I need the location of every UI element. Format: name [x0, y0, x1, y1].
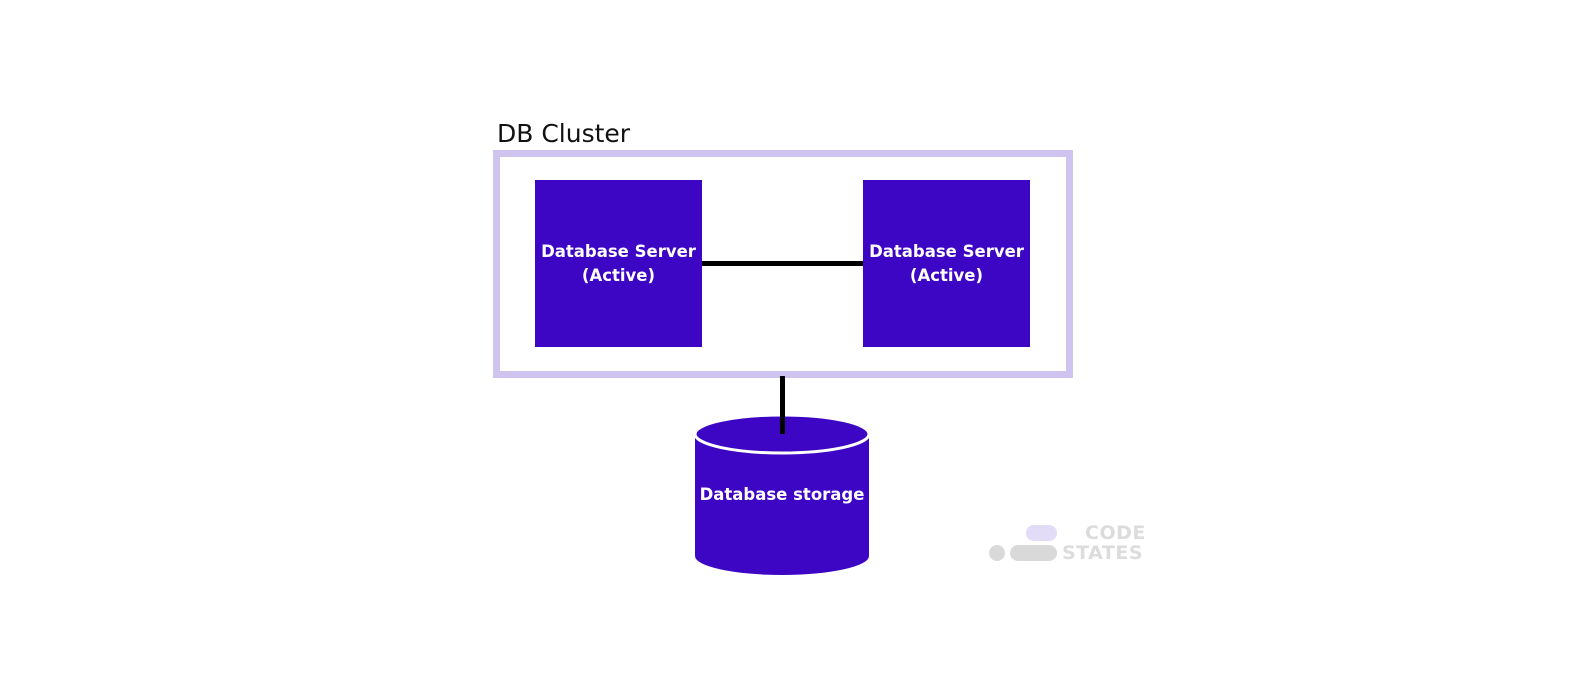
cylinder-shape — [694, 414, 870, 575]
cluster-title: DB Cluster — [497, 119, 631, 148]
database-server-left: Database Server (Active) — [535, 180, 702, 347]
logo-word-code: CODE — [1085, 522, 1146, 544]
logo-pill-bottom — [1010, 545, 1057, 561]
logo-pill-top — [1026, 525, 1057, 541]
logo-dot — [989, 545, 1005, 561]
codestates-watermark-logo: CODE STATES — [988, 522, 1148, 564]
server-label-line1: Database Server — [541, 241, 696, 261]
database-server-right: Database Server (Active) — [863, 180, 1030, 347]
server-label-line2: (Active) — [581, 265, 656, 285]
server-label-line2: (Active) — [909, 265, 984, 285]
database-storage-cylinder: Database storage — [694, 414, 870, 576]
storage-connector-line — [780, 376, 785, 434]
server-connector-line — [702, 261, 863, 266]
server-label-line1: Database Server — [869, 241, 1024, 261]
logo-word-states: STATES — [1062, 542, 1144, 564]
storage-label: Database storage — [699, 485, 865, 504]
